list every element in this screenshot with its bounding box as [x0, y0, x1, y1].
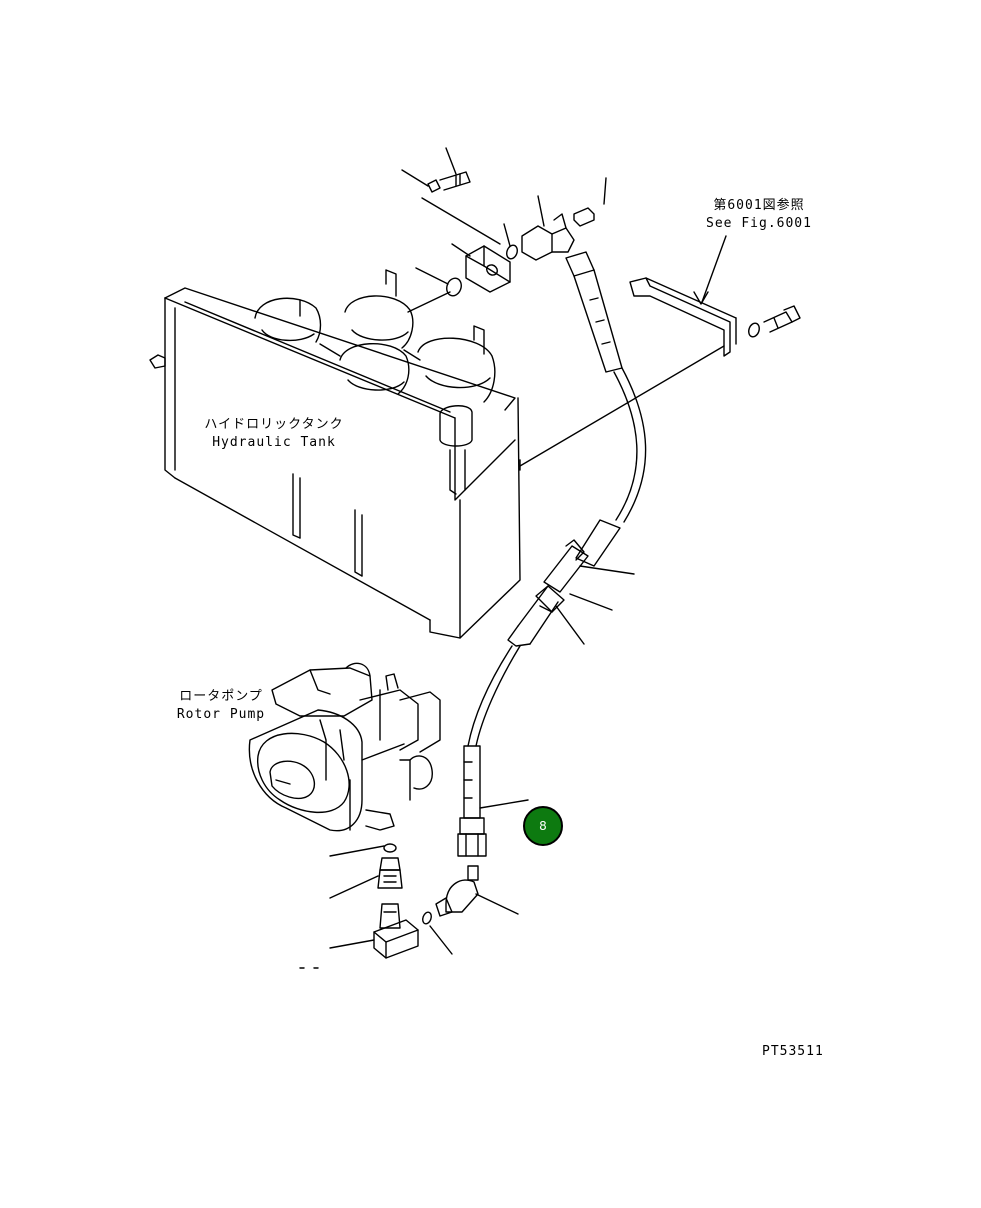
figure-code: PT53511	[762, 1044, 824, 1059]
see-fig-label-en: See Fig.6001	[706, 216, 812, 231]
bracket	[519, 235, 801, 471]
callout-8-button[interactable]: 8	[523, 806, 563, 846]
tank-label-ja: ハイドロリックタンク	[204, 417, 344, 432]
top-fittings	[401, 147, 607, 313]
lower-hose	[457, 539, 589, 857]
pump-label-en: Rotor Pump	[176, 707, 266, 722]
rotor-pump	[248, 662, 441, 832]
pump-label-ja: ロータポンプ	[179, 689, 263, 704]
lower-elbow	[422, 865, 519, 955]
leader-lines	[479, 565, 635, 809]
see-fig-label-ja: 第6001図参照	[713, 198, 805, 213]
upper-hose	[565, 251, 647, 567]
tank-label-en: Hydraulic Tank	[212, 435, 336, 450]
hydraulic-tank	[149, 269, 521, 639]
callout-number: 8	[539, 819, 547, 833]
pump-fittings	[299, 843, 419, 969]
